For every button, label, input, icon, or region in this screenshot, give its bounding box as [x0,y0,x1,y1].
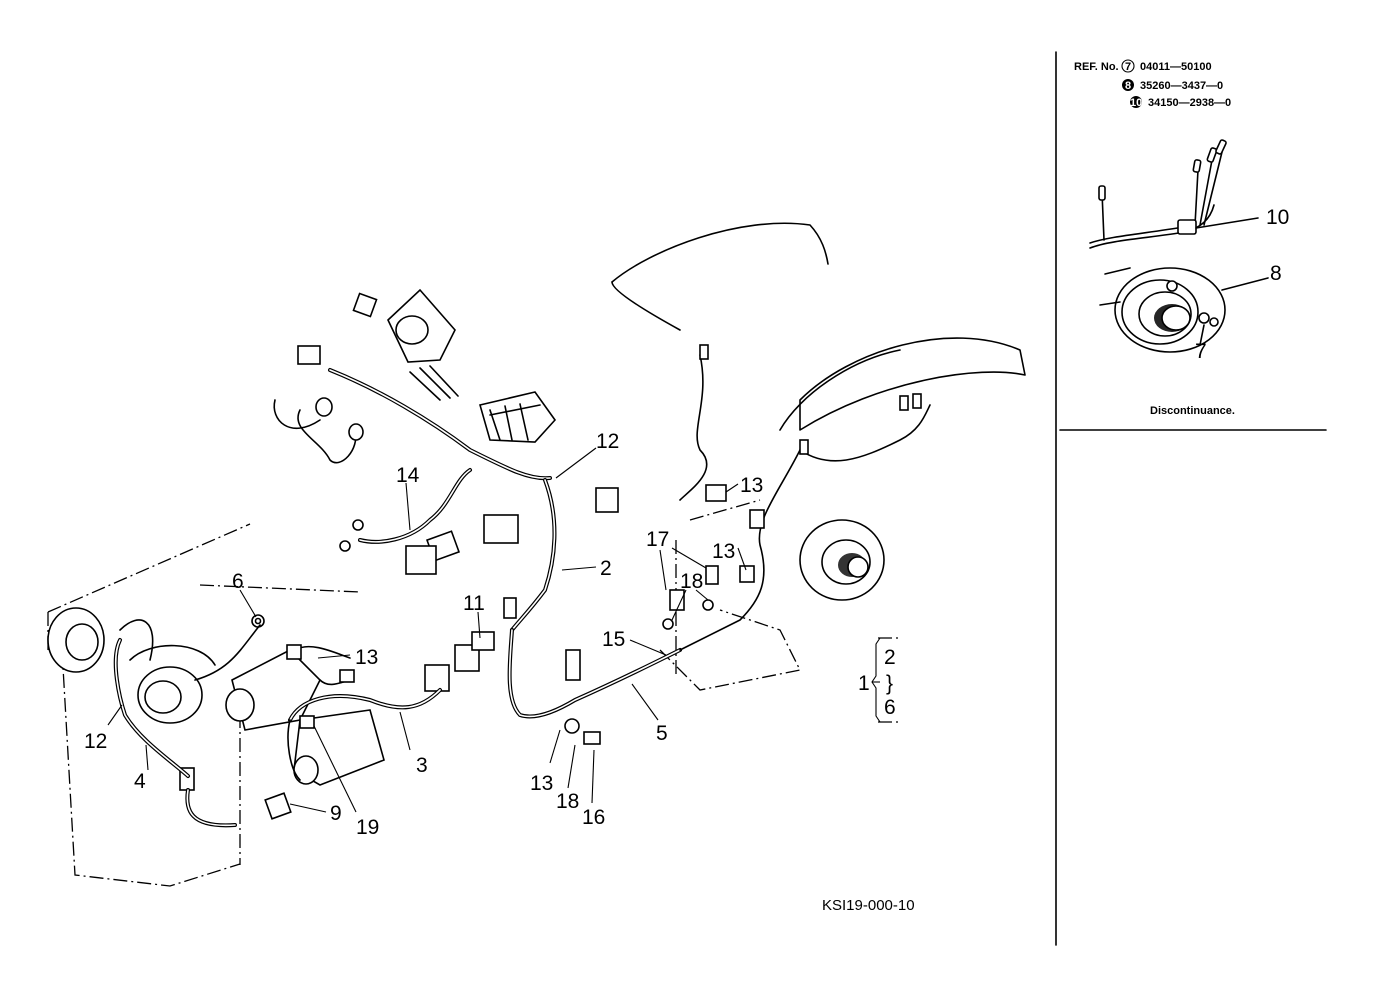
callout-18-bottom: 18 [556,790,579,813]
callout-2: 2 [600,557,612,580]
callout-1: 1 [858,672,870,695]
callout-7: 7 [1195,340,1207,363]
bracket-top: 2 [884,646,896,669]
leader-lines [107,447,880,813]
ref-part-2: 35260—3437—0 [1140,80,1223,92]
meter-cluster [297,288,557,443]
callout-10: 10 [1266,206,1289,229]
discontinuance-note: Discontinuance. [1150,405,1235,417]
harness-5 [471,344,931,745]
callout-14: 14 [396,464,420,487]
callout-16: 16 [582,806,605,829]
callout-19: 19 [356,816,379,839]
callout-13-rear-top: 13 [740,474,763,497]
callout-11: 11 [463,592,485,615]
ref-mark-10: 10 [1130,97,1142,109]
callout-6: 6 [232,570,244,593]
discontinued-lamp-drawing [1089,139,1269,353]
assembly-bracket: 1 2 } 6 [858,637,900,723]
callout-12-left: 12 [84,730,107,753]
callout-4: 4 [134,770,146,793]
ref-mark-7: 7 [1125,61,1131,73]
front-components [47,607,480,828]
callout-12-top: 12 [596,430,619,453]
callout-13-bottom: 13 [530,772,553,795]
callout-17: 17 [646,528,669,551]
harness-2 [273,365,619,632]
callout-labels: 2 3 4 5 6 9 11 12 12 13 13 13 13 14 15 1… [84,430,763,839]
callout-5: 5 [656,722,668,745]
ref-part-3: 34150—2938—0 [1148,97,1231,109]
ref-part-1: 04011—50100 [1140,61,1212,73]
callout-8: 8 [1270,262,1282,285]
callout-15: 15 [602,628,625,651]
reference-panel: REF. No. 7 04011—50100 8 35260—3437—0 10… [1055,51,1327,946]
ref-heading: REF. No. [1074,61,1119,73]
callout-18-top: 18 [680,570,703,593]
bracket-bottom: 6 [884,696,896,719]
callout-13-rear-mid: 13 [712,540,735,563]
bracket-mid: } [886,672,893,695]
ref-mark-8: 8 [1125,80,1131,92]
callout-3: 3 [416,754,428,777]
callout-9: 9 [330,802,342,825]
callout-13-front: 13 [355,646,378,669]
drawing-code: KSI19-000-10 [822,897,915,914]
rear-fender [611,222,1026,431]
